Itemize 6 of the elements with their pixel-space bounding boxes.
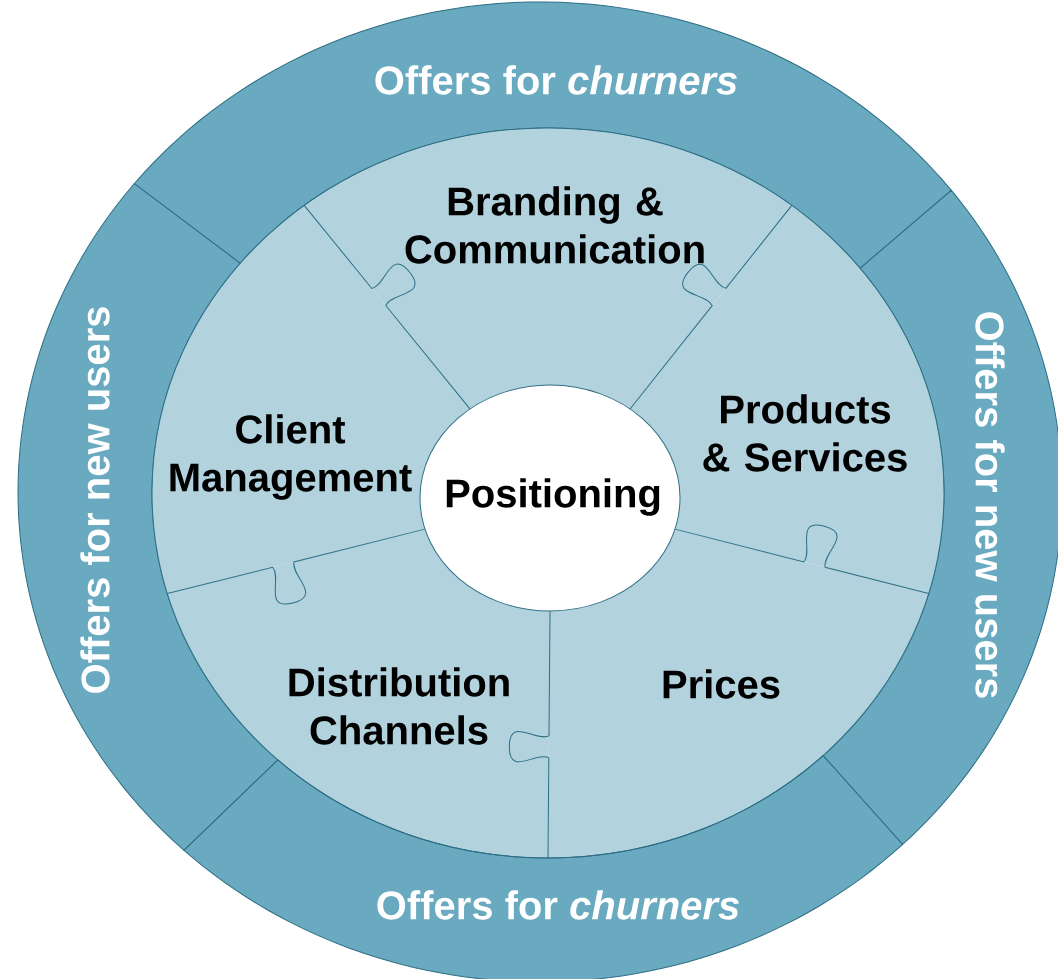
puzzle-piece: Prices — [548, 529, 929, 858]
ring-segment: Offers for churners — [183, 755, 904, 979]
node-label: Distribution Channels — [289, 667, 509, 745]
node-label: Offers for new users — [975, 312, 1005, 698]
puzzle-piece: Distribution Channels — [167, 529, 550, 858]
node-label: Prices — [663, 669, 780, 699]
